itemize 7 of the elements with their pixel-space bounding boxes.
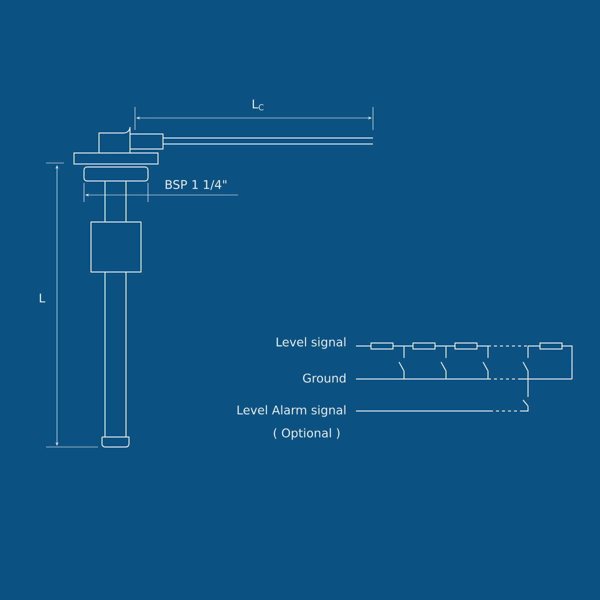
dimension-label: L <box>40 294 46 302</box>
wire-label: ( Optional ) <box>274 428 340 440</box>
dimension-label: L$_{C}$ <box>252 100 264 110</box>
dimension-label: BSP 1 1/4" <box>166 180 226 190</box>
wire-label: Level signal <box>276 337 346 349</box>
wire-label: Level Alarm signal <box>238 405 346 417</box>
wire-label: Ground <box>303 373 346 383</box>
